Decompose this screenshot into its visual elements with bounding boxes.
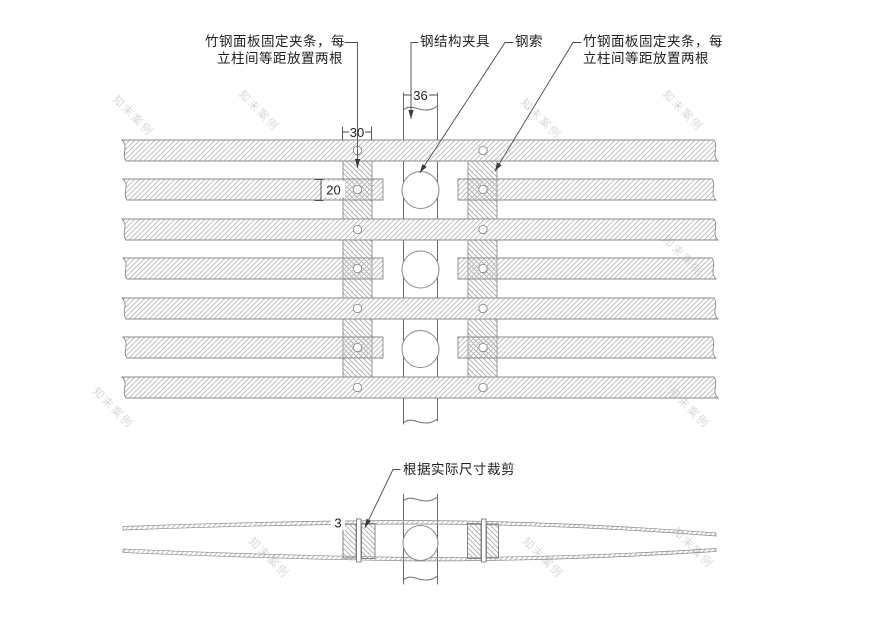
dimension-36: 36 [403,88,438,103]
clamp-block [486,523,499,559]
watermark-text: 知末案例 [518,95,565,142]
dim-36-text: 36 [413,88,427,103]
watermark-text: 知末案例 [110,92,157,139]
break-line-bottom [403,418,438,424]
panel-row [457,336,718,359]
watermark-text: 知末案例 [236,87,283,134]
fixing-strip [356,518,362,563]
dim-3-text: 3 [334,516,341,531]
panel-row [120,297,720,320]
label-panel-clamp-right-2: 立柱间等距放置两根 [583,50,709,66]
dimension-20: 20 [314,179,345,201]
panel-rows-full [120,139,720,399]
elevation-view: 36 30 20 竹钢面板固定夹条，每 立柱间等距放置两根 钢结构夹具 钢索 竹… [120,33,723,425]
panel-skin-bottom [122,548,717,562]
dim-20-text: 20 [326,183,340,198]
panel-row [120,218,720,241]
panel-row [120,376,720,399]
cable-circle [401,330,440,368]
steel-cables [401,171,440,368]
panel-row [457,257,718,280]
leader-lines [344,42,582,173]
panel-rows-short [121,178,718,359]
leader-left-clamp [344,42,361,168]
fixing-strip [481,518,487,563]
label-panel-clamp-right-1: 竹钢面板固定夹条，每 [583,33,723,49]
leader-cut-note [364,469,401,528]
section-clamps [342,518,499,563]
watermark-text: 知末案例 [660,87,707,134]
clamp-block [361,523,376,559]
label-steel-clamp: 钢结构夹具 [420,34,490,49]
leader-steel-clamp [408,42,419,119]
leader-steel-cable [419,42,514,173]
panel-row [121,336,384,359]
dimension-3: 3 [331,515,345,531]
dim-30-text: 30 [350,125,364,140]
dimension-30: 30 [342,125,372,141]
panel-row [457,178,718,201]
section-view: 3 根据实际尺寸裁剪 [122,462,717,585]
panel-row [120,139,720,162]
break-line-top [403,496,438,502]
panel-row [121,178,384,201]
leader-right-clamp [494,42,582,172]
label-cut-note: 根据实际尺寸裁剪 [403,462,515,477]
cut-note: 根据实际尺寸裁剪 [364,462,515,528]
label-panel-clamp-left-1: 竹钢面板固定夹条，每 [205,33,345,49]
label-panel-clamp-left-2: 立柱间等距放置两根 [217,50,343,66]
cable-circle [402,525,439,561]
break-line-top [403,105,438,111]
annotations: 竹钢面板固定夹条，每 立柱间等距放置两根 钢结构夹具 钢索 竹钢面板固定夹条，每… [205,33,723,66]
cable-circle [401,171,440,209]
clamp-block [342,523,357,559]
clamp-block [467,523,482,559]
break-line-bottom [403,575,438,581]
label-steel-cable: 钢索 [515,34,543,49]
panel-row [121,257,384,280]
cable-circle [401,250,440,289]
